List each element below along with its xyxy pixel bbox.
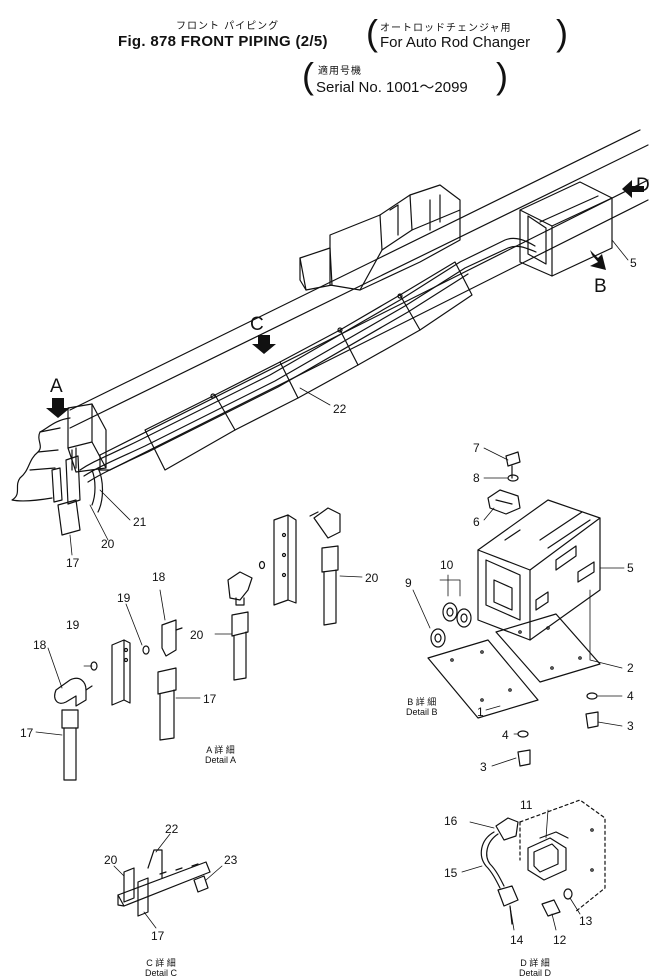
detail-a-label: A 詳 細 Detail A <box>205 745 236 765</box>
callout-22-c: 22 <box>165 822 179 836</box>
callout-17-a-mid: 17 <box>203 692 217 706</box>
detail-d-drawing <box>461 799 606 931</box>
callout-12: 12 <box>553 933 567 947</box>
detail-d-label: D 詳 細 Detail D <box>519 958 551 978</box>
callout-11: 11 <box>520 798 533 812</box>
boom-assembly <box>11 129 649 536</box>
callout-18-a-left: 18 <box>33 638 47 652</box>
callout-16: 16 <box>444 814 458 828</box>
detail-c-label-japanese: C 詳 細 <box>146 958 176 968</box>
callout-3-b-right: 3 <box>627 719 634 733</box>
view-label-c: C <box>250 314 264 335</box>
detail-c-label: C 詳 細 Detail C <box>145 958 177 978</box>
callout-20-a-right: 20 <box>365 571 379 585</box>
view-label-b: B <box>594 276 607 297</box>
usage-note-japanese: オートロッドチェンジャ用 <box>380 23 512 34</box>
detail-b-drawing <box>412 447 625 767</box>
callout-6: 6 <box>473 515 480 529</box>
paren-open-2: ( <box>302 55 314 96</box>
callout-9: 9 <box>405 576 412 590</box>
callout-1: 1 <box>477 705 484 719</box>
detail-d-label-japanese: D 詳 細 <box>520 958 550 968</box>
callout-18-a-right: 18 <box>152 570 166 584</box>
callout-5-main: 5 <box>630 256 637 270</box>
detail-b-label-japanese: B 詳 細 <box>407 697 437 707</box>
callout-22-main: 22 <box>333 402 347 416</box>
callout-20-c: 20 <box>104 853 118 867</box>
callout-7: 7 <box>473 441 480 455</box>
callout-17-a-left: 17 <box>20 726 34 740</box>
detail-a-drawing <box>35 507 363 781</box>
callout-17-c: 17 <box>151 929 165 943</box>
serial-range: Serial No. 1001～2099 <box>316 79 468 96</box>
callout-13: 13 <box>579 914 593 928</box>
serial-label-japanese: 適用号機 <box>318 66 362 77</box>
detail-a-label-japanese: A 詳 細 <box>206 745 235 755</box>
callout-23: 23 <box>224 853 238 867</box>
detail-a-label-english: Detail A <box>205 755 237 765</box>
callout-21: 21 <box>133 515 147 529</box>
title-japanese: フロント パイピング <box>176 21 280 32</box>
callout-19-a-right: 19 <box>117 591 131 605</box>
callout-4-b-right: 4 <box>627 689 634 703</box>
view-label-a: A <box>50 376 63 397</box>
callout-3-b-bottom: 3 <box>480 760 487 774</box>
detail-b-label-english: Detail B <box>406 707 438 717</box>
view-label-d: D <box>636 175 650 196</box>
callout-15: 15 <box>444 866 458 880</box>
leader-lines-main <box>69 239 629 556</box>
callout-14: 14 <box>510 933 524 947</box>
callout-5-b: 5 <box>627 561 634 575</box>
callout-20-main: 20 <box>101 537 115 551</box>
callout-17-main: 17 <box>66 556 80 570</box>
view-arrows <box>46 180 644 418</box>
detail-d-label-english: Detail D <box>519 968 552 978</box>
figure-title: Fig. 878 FRONT PIPING (2/5) <box>118 33 328 50</box>
detail-b-label: B 詳 細 Detail B <box>406 697 438 717</box>
paren-close-2: ) <box>496 55 508 96</box>
callout-2: 2 <box>627 661 634 675</box>
usage-note: For Auto Rod Changer <box>380 34 531 51</box>
detail-c-label-english: Detail C <box>145 968 178 978</box>
detail-c-drawing <box>113 833 223 929</box>
callout-19-a-left: 19 <box>66 618 80 632</box>
callout-20-a-mid: 20 <box>190 628 204 642</box>
callout-10: 10 <box>440 558 454 572</box>
callout-8: 8 <box>473 471 480 485</box>
paren-open-1: ( <box>366 12 378 53</box>
paren-close-1: ) <box>556 12 568 53</box>
callout-4-b-bottom: 4 <box>502 728 509 742</box>
